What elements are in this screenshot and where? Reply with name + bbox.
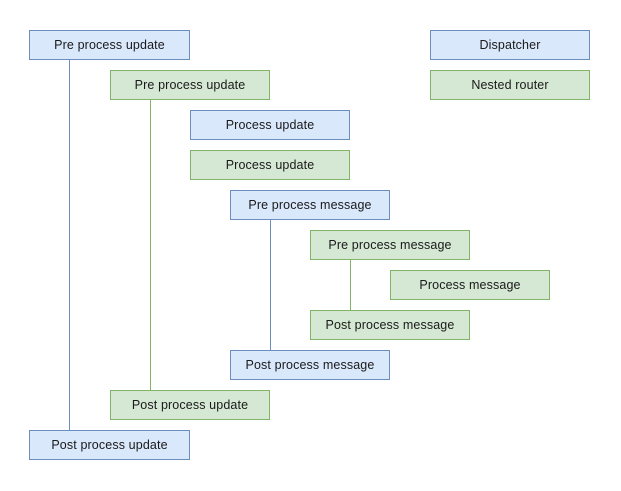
legend-item-0[interactable]: Dispatcher	[430, 30, 590, 60]
process-node-5[interactable]: Pre process message	[310, 230, 470, 260]
connector-line-0	[69, 60, 70, 430]
process-node-7[interactable]: Post process message	[310, 310, 470, 340]
process-node-6[interactable]: Process message	[390, 270, 550, 300]
process-node-1[interactable]: Pre process update	[110, 70, 270, 100]
process-node-0[interactable]: Pre process update	[29, 30, 190, 60]
legend-item-1[interactable]: Nested router	[430, 70, 590, 100]
connector-line-3	[350, 260, 351, 310]
process-node-10[interactable]: Post process update	[29, 430, 190, 460]
process-node-9[interactable]: Post process update	[110, 390, 270, 420]
connector-line-1	[150, 100, 151, 390]
connector-line-2	[270, 220, 271, 350]
process-node-3[interactable]: Process update	[190, 150, 350, 180]
process-node-2[interactable]: Process update	[190, 110, 350, 140]
process-node-4[interactable]: Pre process message	[230, 190, 390, 220]
process-node-8[interactable]: Post process message	[230, 350, 390, 380]
